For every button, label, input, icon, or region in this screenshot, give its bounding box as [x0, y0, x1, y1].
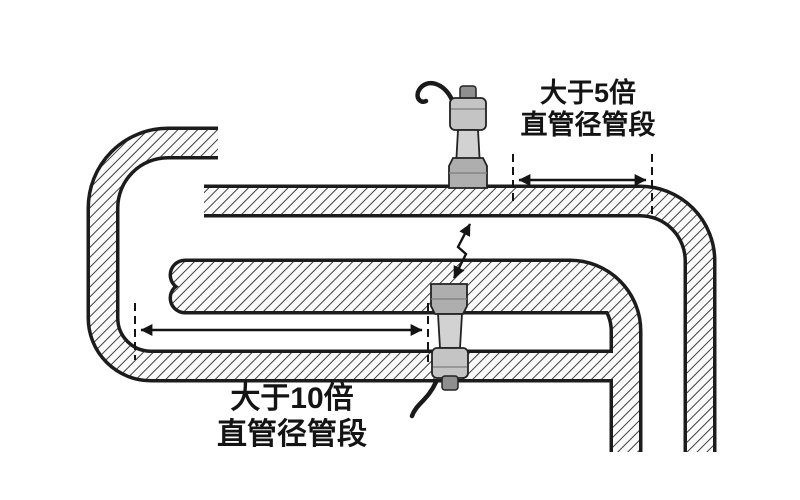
label-10d-line2: 直管径管段	[217, 417, 367, 451]
transducer-cable	[415, 80, 455, 104]
label-10d-line1: 大于10倍	[230, 381, 353, 415]
ultrasonic-transducer-top	[415, 80, 488, 189]
ultrasonic-transducer-bottom	[409, 283, 469, 419]
dimension-10d: 大于10倍 直管径管段	[134, 303, 429, 451]
transducer-head	[449, 97, 487, 131]
transducer-head	[431, 347, 469, 379]
transducer-cable	[409, 379, 439, 419]
transducer-body	[437, 313, 463, 349]
label-5d-line1: 大于5倍	[540, 77, 636, 108]
dimension-5d: 大于5倍 直管径管段	[512, 77, 656, 214]
label-5d-line2: 直管径管段	[521, 110, 656, 140]
transducer-bottom-cap	[441, 375, 459, 391]
ultrasonic-beam-zigzag-arrow	[452, 223, 472, 279]
